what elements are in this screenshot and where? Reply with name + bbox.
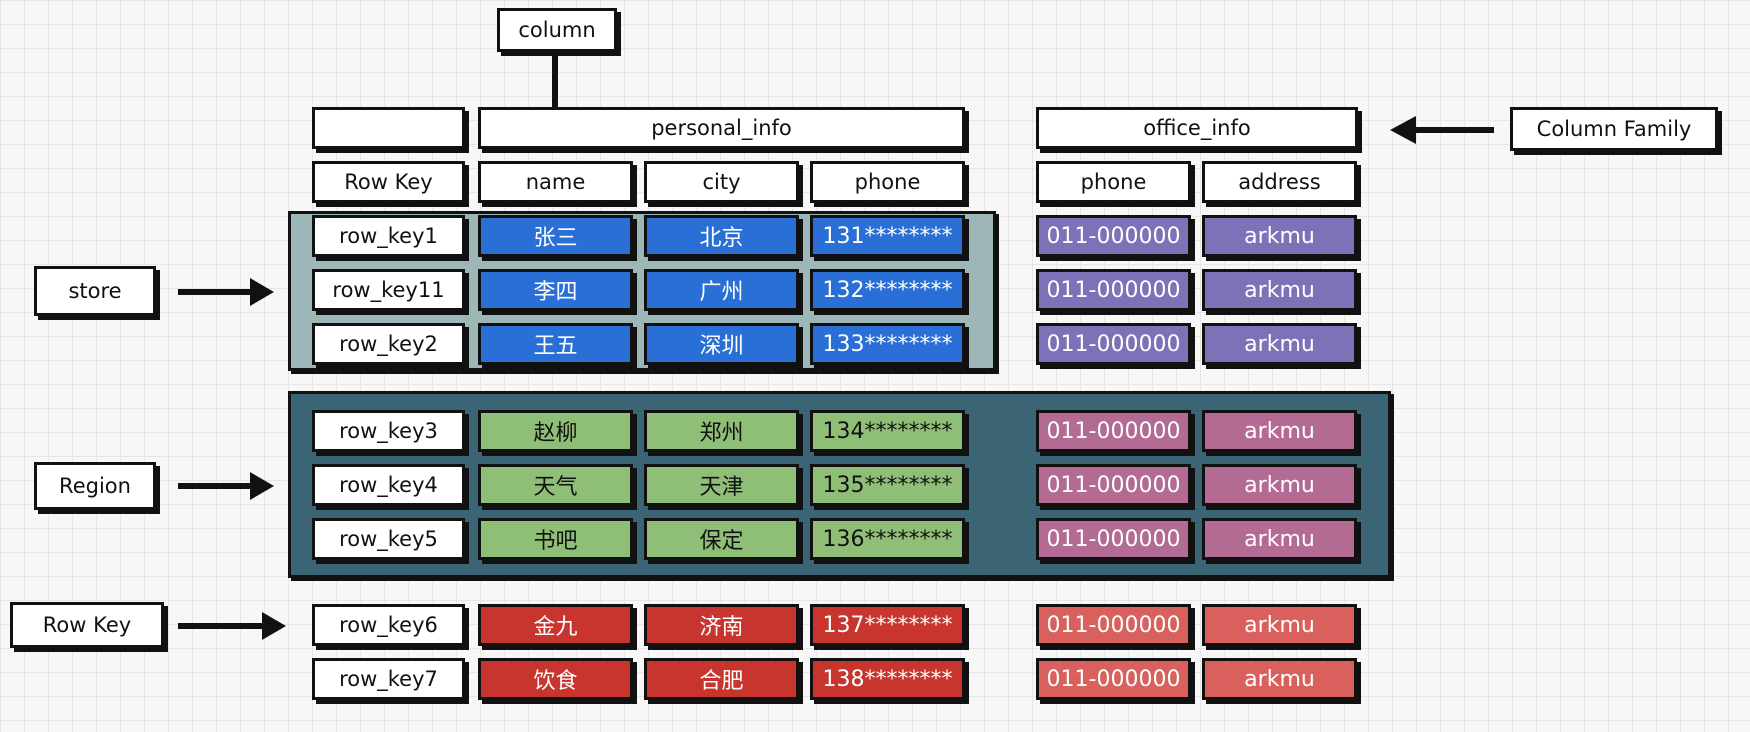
- phone-cell: 137********: [810, 604, 965, 646]
- store-label: store: [34, 266, 156, 316]
- family-office-info: office_info: [1036, 107, 1358, 149]
- phone-cell: 136********: [810, 518, 965, 560]
- column-family-arrow: [1390, 116, 1494, 144]
- row-key-cell: row_key4: [312, 464, 465, 506]
- column-family-label: Column Family: [1510, 107, 1718, 151]
- row-key-cell: row_key1: [312, 215, 465, 257]
- header-empty-cell: [312, 107, 465, 149]
- header-phone: phone: [810, 161, 965, 203]
- phone-cell: 132********: [810, 269, 965, 311]
- name-cell: 赵柳: [478, 410, 633, 452]
- address-cell: arkmu: [1202, 604, 1357, 646]
- row-key-cell: row_key11: [312, 269, 465, 311]
- name-cell: 饮食: [478, 658, 633, 700]
- header-address: address: [1202, 161, 1357, 203]
- address-cell: arkmu: [1202, 658, 1357, 700]
- store-arrow: [178, 278, 274, 306]
- city-cell: 郑州: [644, 410, 799, 452]
- row-key-cell: row_key6: [312, 604, 465, 646]
- name-cell: 书吧: [478, 518, 633, 560]
- phone-cell: 131********: [810, 215, 965, 257]
- name-cell: 张三: [478, 215, 633, 257]
- office-phone-cell: 011-000000: [1036, 269, 1191, 311]
- header-city: city: [644, 161, 799, 203]
- header-office-phone: phone: [1036, 161, 1191, 203]
- office-phone-cell: 011-000000: [1036, 410, 1191, 452]
- office-phone-cell: 011-000000: [1036, 215, 1191, 257]
- phone-cell: 133********: [810, 323, 965, 365]
- address-cell: arkmu: [1202, 410, 1357, 452]
- phone-cell: 134********: [810, 410, 965, 452]
- phone-cell: 135********: [810, 464, 965, 506]
- address-cell: arkmu: [1202, 269, 1357, 311]
- column-label: column: [497, 8, 617, 52]
- row-key-cell: row_key3: [312, 410, 465, 452]
- name-cell: 王五: [478, 323, 633, 365]
- office-phone-cell: 011-000000: [1036, 518, 1191, 560]
- office-phone-cell: 011-000000: [1036, 464, 1191, 506]
- city-cell: 济南: [644, 604, 799, 646]
- row-key-cell: row_key5: [312, 518, 465, 560]
- region-label: Region: [34, 462, 156, 510]
- row-key-cell: row_key2: [312, 323, 465, 365]
- city-cell: 天津: [644, 464, 799, 506]
- office-phone-cell: 011-000000: [1036, 658, 1191, 700]
- phone-cell: 138********: [810, 658, 965, 700]
- row-key-label: Row Key: [10, 602, 164, 648]
- city-cell: 深圳: [644, 323, 799, 365]
- office-phone-cell: 011-000000: [1036, 604, 1191, 646]
- name-cell: 天气: [478, 464, 633, 506]
- header-row-key: Row Key: [312, 161, 465, 203]
- row-key-cell: row_key7: [312, 658, 465, 700]
- address-cell: arkmu: [1202, 323, 1357, 365]
- row-key-arrow: [178, 612, 286, 640]
- address-cell: arkmu: [1202, 518, 1357, 560]
- name-cell: 李四: [478, 269, 633, 311]
- address-cell: arkmu: [1202, 215, 1357, 257]
- name-cell: 金九: [478, 604, 633, 646]
- office-phone-cell: 011-000000: [1036, 323, 1191, 365]
- header-name: name: [478, 161, 633, 203]
- city-cell: 合肥: [644, 658, 799, 700]
- city-cell: 保定: [644, 518, 799, 560]
- region-arrow: [178, 472, 274, 500]
- city-cell: 广州: [644, 269, 799, 311]
- family-personal-info: personal_info: [478, 107, 965, 149]
- city-cell: 北京: [644, 215, 799, 257]
- address-cell: arkmu: [1202, 464, 1357, 506]
